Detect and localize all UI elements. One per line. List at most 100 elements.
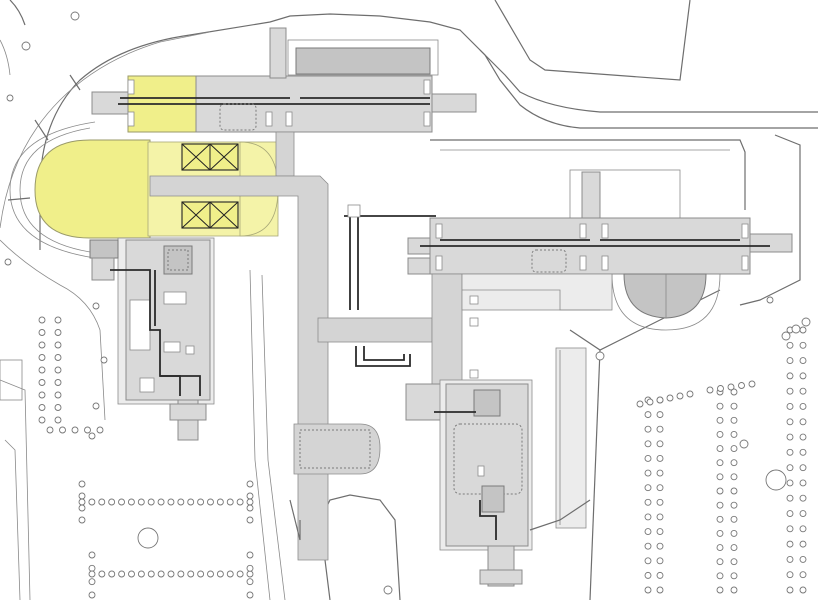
tree-dot — [71, 426, 79, 434]
tree-dot — [656, 425, 664, 433]
tree-dot — [644, 528, 652, 535]
tree-dot — [78, 516, 86, 524]
tree-dot — [799, 464, 807, 472]
tree-dot — [207, 570, 214, 578]
tree-dot — [786, 357, 794, 365]
tree-dot — [187, 570, 195, 578]
tree-dot — [786, 464, 794, 472]
tree-dot — [246, 578, 254, 586]
west-rotunda-details — [7, 74, 96, 259]
tree-dot — [656, 513, 664, 521]
tree-dot — [799, 341, 807, 349]
tree-dot — [644, 586, 652, 594]
tree-dot — [88, 578, 96, 586]
tree-dot — [786, 555, 794, 563]
tree-dot — [108, 570, 116, 578]
tree-dot — [147, 570, 155, 578]
tree-dot — [716, 445, 724, 453]
tree-dot — [54, 341, 62, 349]
tree-dot — [656, 396, 664, 404]
southeast-block — [434, 347, 591, 587]
tree-dot — [716, 558, 724, 566]
tree-dot — [88, 498, 96, 506]
tree-dot — [799, 403, 807, 410]
tree-dot — [730, 529, 738, 537]
tree-dot — [246, 570, 254, 578]
tree-dot — [716, 487, 724, 495]
tree-dot — [717, 385, 724, 392]
tree-dot — [118, 570, 126, 578]
tree-dot — [676, 392, 684, 400]
tree-dot — [716, 402, 724, 410]
west-lower-block — [89, 237, 215, 441]
tree-dot — [786, 525, 794, 533]
tree-dot — [656, 528, 664, 535]
tree-dot — [799, 387, 807, 395]
tree-dot — [197, 570, 205, 578]
tree-dot — [706, 386, 714, 394]
tree-dot — [78, 498, 86, 506]
tree-dot — [716, 430, 724, 438]
tree-dot — [801, 317, 811, 327]
tree-dot — [246, 516, 254, 524]
tree-dot — [656, 571, 664, 579]
tree-dot — [147, 498, 155, 506]
tree-dot — [246, 504, 254, 512]
tree-dot — [644, 440, 652, 448]
tree-dot — [730, 558, 738, 566]
tree-dot — [791, 324, 801, 334]
tree-dot — [730, 430, 738, 438]
tree-dot — [128, 570, 135, 578]
tree-dot — [786, 418, 794, 426]
tree-dot — [38, 329, 46, 336]
tree-dot — [59, 426, 66, 434]
tree-dot — [799, 448, 807, 456]
tree-dot — [786, 403, 794, 410]
tree-dot — [226, 498, 234, 506]
tree-dot — [177, 498, 185, 506]
tree-dot — [54, 416, 62, 424]
tree-dot — [738, 382, 745, 389]
southeast-corridor — [405, 273, 613, 421]
tree-dot — [644, 513, 652, 521]
tree-dot — [799, 357, 807, 365]
tree-dot — [730, 487, 738, 495]
tree-dot — [786, 372, 794, 380]
tree-dot — [666, 394, 674, 402]
tree-dot — [216, 570, 224, 578]
tree-dot — [786, 586, 794, 594]
tree-dot — [177, 570, 185, 578]
tree-dot — [730, 515, 738, 523]
tree-dot — [799, 555, 807, 563]
north-wing — [91, 27, 477, 177]
tree-dot — [96, 426, 104, 434]
tree-dot — [644, 455, 652, 462]
tree-dot — [786, 479, 794, 487]
tree-dot — [656, 542, 664, 550]
tree-dot — [644, 484, 652, 492]
tree-dot — [686, 390, 694, 398]
tree-dot — [118, 498, 125, 506]
tree-dot — [54, 316, 62, 324]
tree-dot — [78, 504, 86, 512]
tree-dot — [730, 572, 738, 580]
tree-dot — [108, 498, 116, 506]
tree-dot — [656, 455, 664, 462]
tree-dot — [98, 570, 106, 578]
tree-dot — [656, 484, 664, 492]
tree-dot — [88, 551, 96, 559]
east-wing — [407, 169, 793, 331]
tree-dot — [730, 586, 738, 594]
tree-dot — [157, 498, 165, 506]
tree-dot — [246, 492, 254, 500]
tree-row-markers — [38, 316, 811, 599]
tree-dot — [636, 400, 644, 408]
tree-dot — [78, 480, 86, 488]
tree-dot — [799, 571, 807, 579]
tree-dot — [197, 498, 205, 506]
tree-dot — [246, 591, 254, 599]
tree-dot — [38, 316, 46, 324]
tree-dot — [799, 372, 807, 380]
